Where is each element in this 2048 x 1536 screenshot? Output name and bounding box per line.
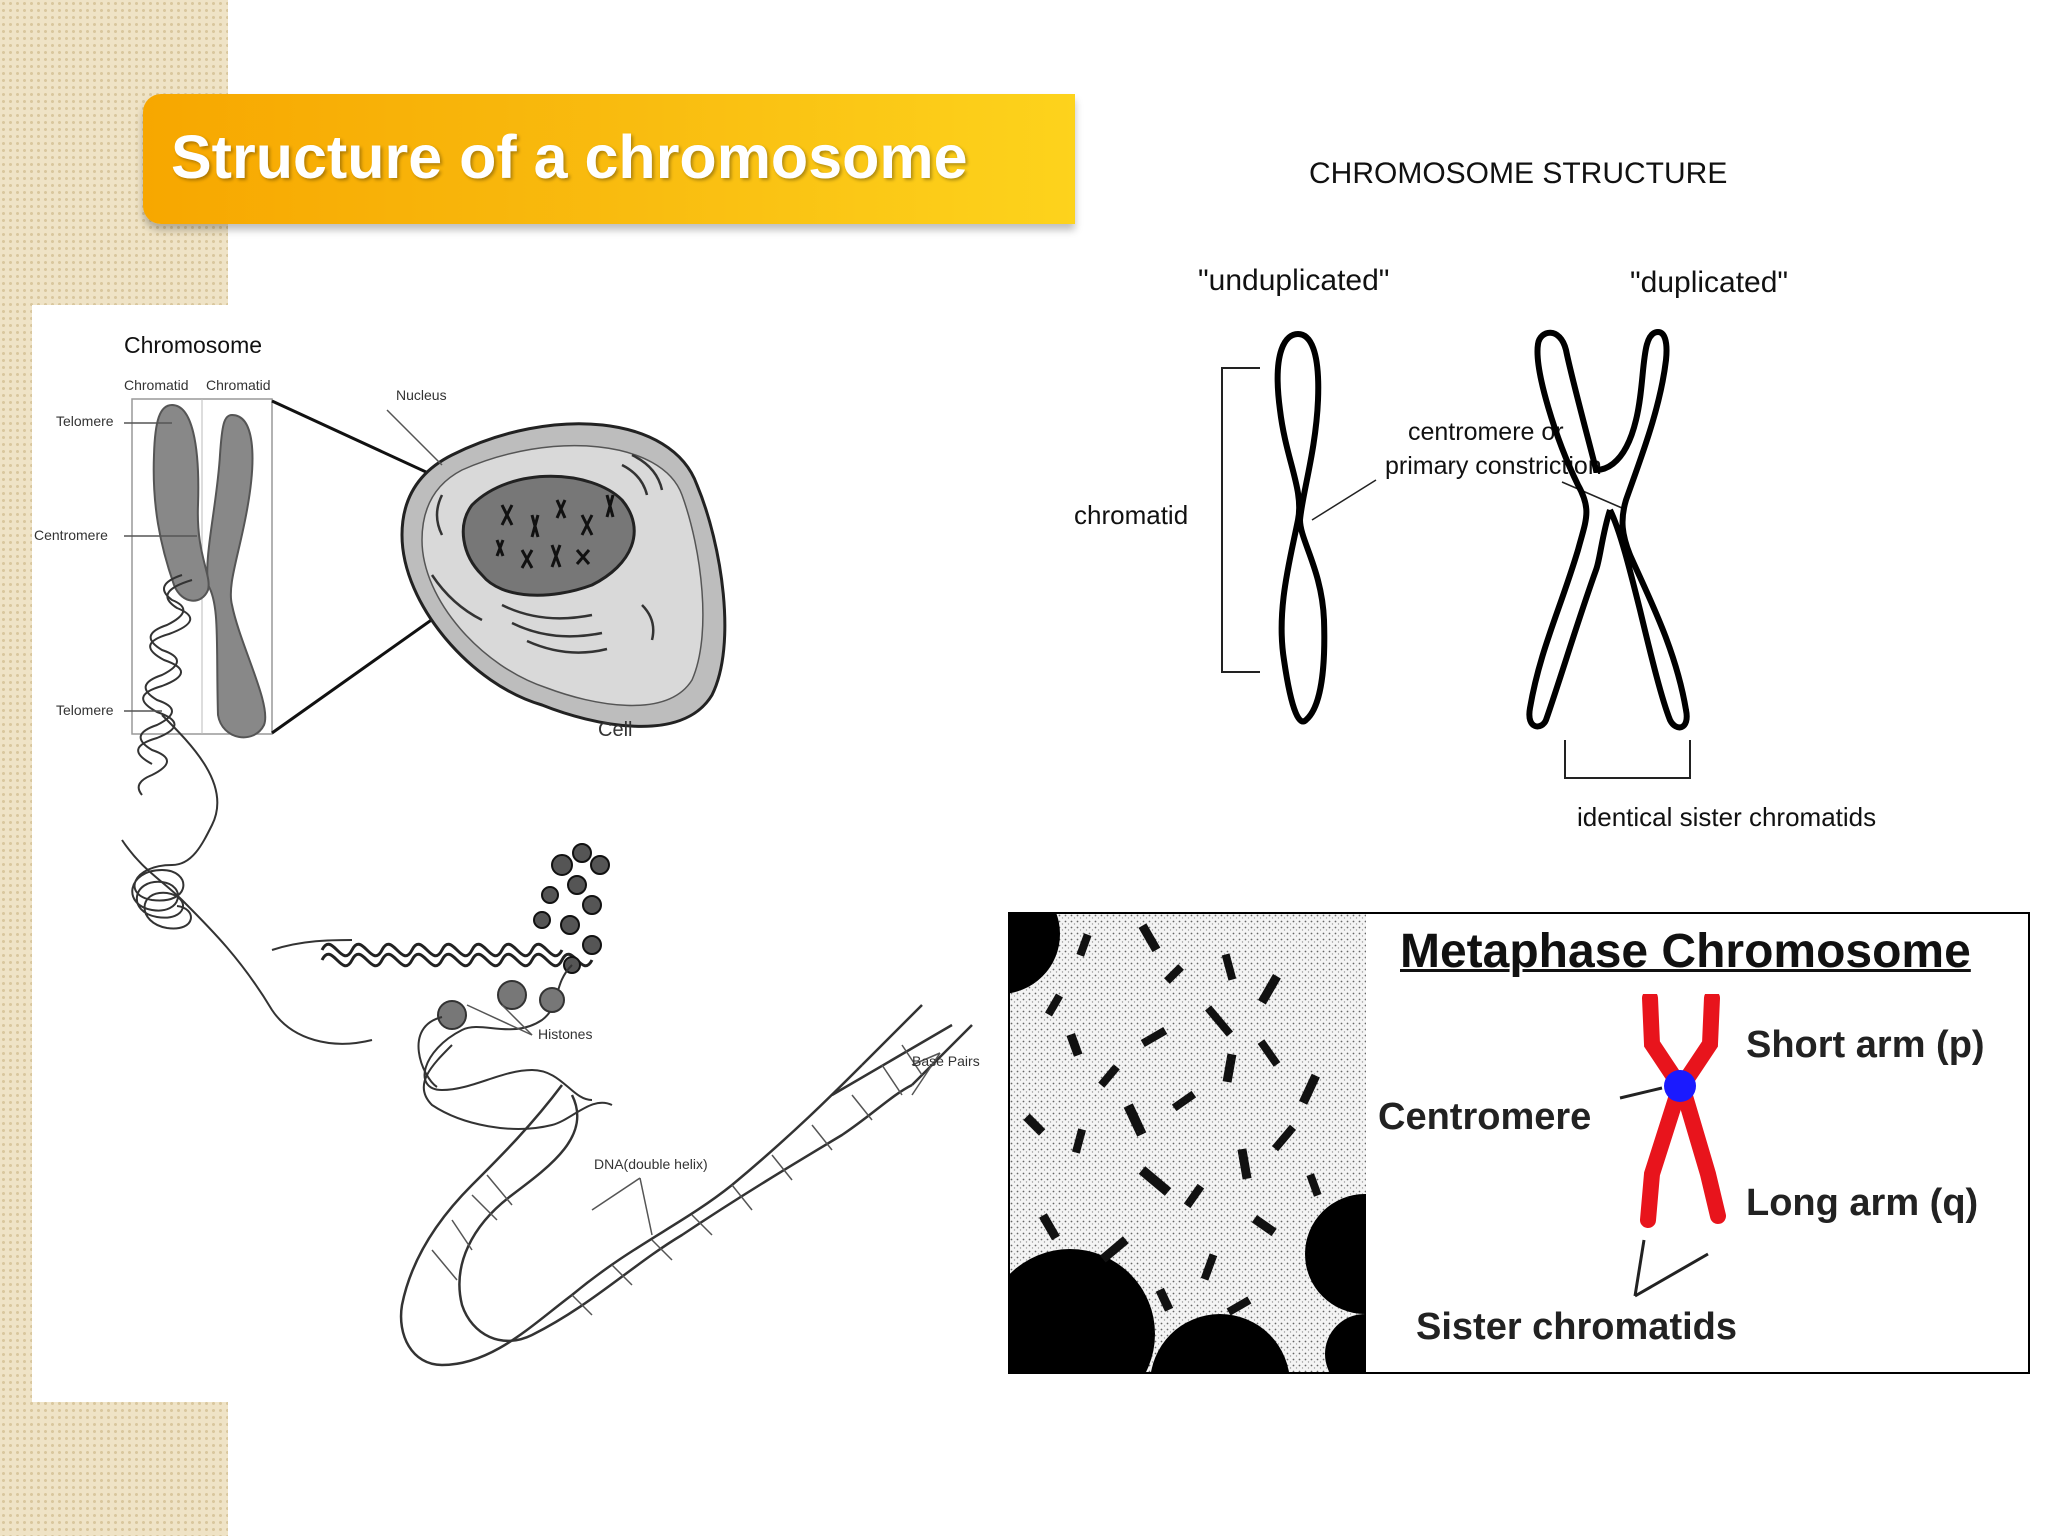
telomere-top-label: Telomere <box>56 413 114 429</box>
metaphase-sister-chromatids-label: Sister chromatids <box>1416 1306 1737 1348</box>
unduplicated-label: "unduplicated" <box>1198 264 1390 297</box>
short-arm-label: Short arm (p) <box>1746 1024 1985 1066</box>
title-banner: Structure of a chromosome <box>143 94 1075 224</box>
telomere-bottom-label: Telomere <box>56 702 114 718</box>
long-arm-label: Long arm (q) <box>1746 1182 1979 1224</box>
dna-helix <box>399 1004 973 1367</box>
chromosome-dna-illustration <box>121 398 973 1367</box>
chromatid-right-label: Chromatid <box>206 377 271 393</box>
chromatid-left <box>152 403 210 602</box>
sister-chromatids-bracket <box>1564 740 1691 779</box>
cell-label: Cell <box>598 719 633 741</box>
duplicated-label: "duplicated" <box>1630 266 1789 299</box>
coiled-chromatin <box>137 574 193 796</box>
chromosome-label: Chromosome <box>124 332 263 358</box>
metaphase-micrograph <box>1010 914 1366 1372</box>
solenoid-fiber <box>320 942 594 968</box>
chromosome-dna-diagram: Chromosome Chromatid Chromatid Telomere … <box>32 305 1052 1402</box>
centromere-line1: centromere or <box>1408 418 1564 446</box>
metaphase-chromosomes <box>1023 923 1322 1316</box>
histones-label: Histones <box>538 1026 593 1042</box>
centromere-dot <box>1664 1070 1696 1102</box>
centromere-label: Centromere <box>34 527 108 543</box>
chromosome-arms <box>1640 994 1726 1228</box>
dna-rungs <box>431 1044 923 1316</box>
chromatid-right <box>206 413 267 739</box>
chromatid-left-label: Chromatid <box>124 377 189 393</box>
sister-chromatids-label: identical sister chromatids <box>1577 802 1877 832</box>
dna-label: DNA(double helix) <box>594 1156 708 1172</box>
sister-chromatid-right <box>1607 329 1690 731</box>
nucleus <box>461 474 636 597</box>
nucleus-label: Nucleus <box>396 387 447 403</box>
metaphase-chromosome-diagram <box>1619 994 1726 1298</box>
chromatid-label: chromatid <box>1074 500 1189 530</box>
sister-chromatid-left <box>1526 329 1659 730</box>
metaphase-centromere-label: Centromere <box>1378 1096 1592 1138</box>
chromatid-bracket <box>1221 367 1260 673</box>
nucleosome-beads <box>533 843 610 974</box>
chromatin-fiber <box>121 714 373 1045</box>
metaphase-panel: Metaphase Chromosome Short arm (p) Centr… <box>1008 912 2030 1374</box>
chromosome-structure-drawing <box>1221 329 1691 779</box>
slide-title: Structure of a chromosome <box>171 123 968 191</box>
unduplicated-chromatid <box>1274 330 1328 725</box>
histone-strand <box>417 964 613 1130</box>
nucleus-chromosomes <box>495 494 615 569</box>
metaphase-title: Metaphase Chromosome <box>1400 925 1971 978</box>
chromosome-structure-title: CHROMOSOME STRUCTURE <box>1309 157 1728 190</box>
endoplasmic-reticulum <box>430 453 664 654</box>
base-pairs-label: Base Pairs <box>912 1053 980 1069</box>
